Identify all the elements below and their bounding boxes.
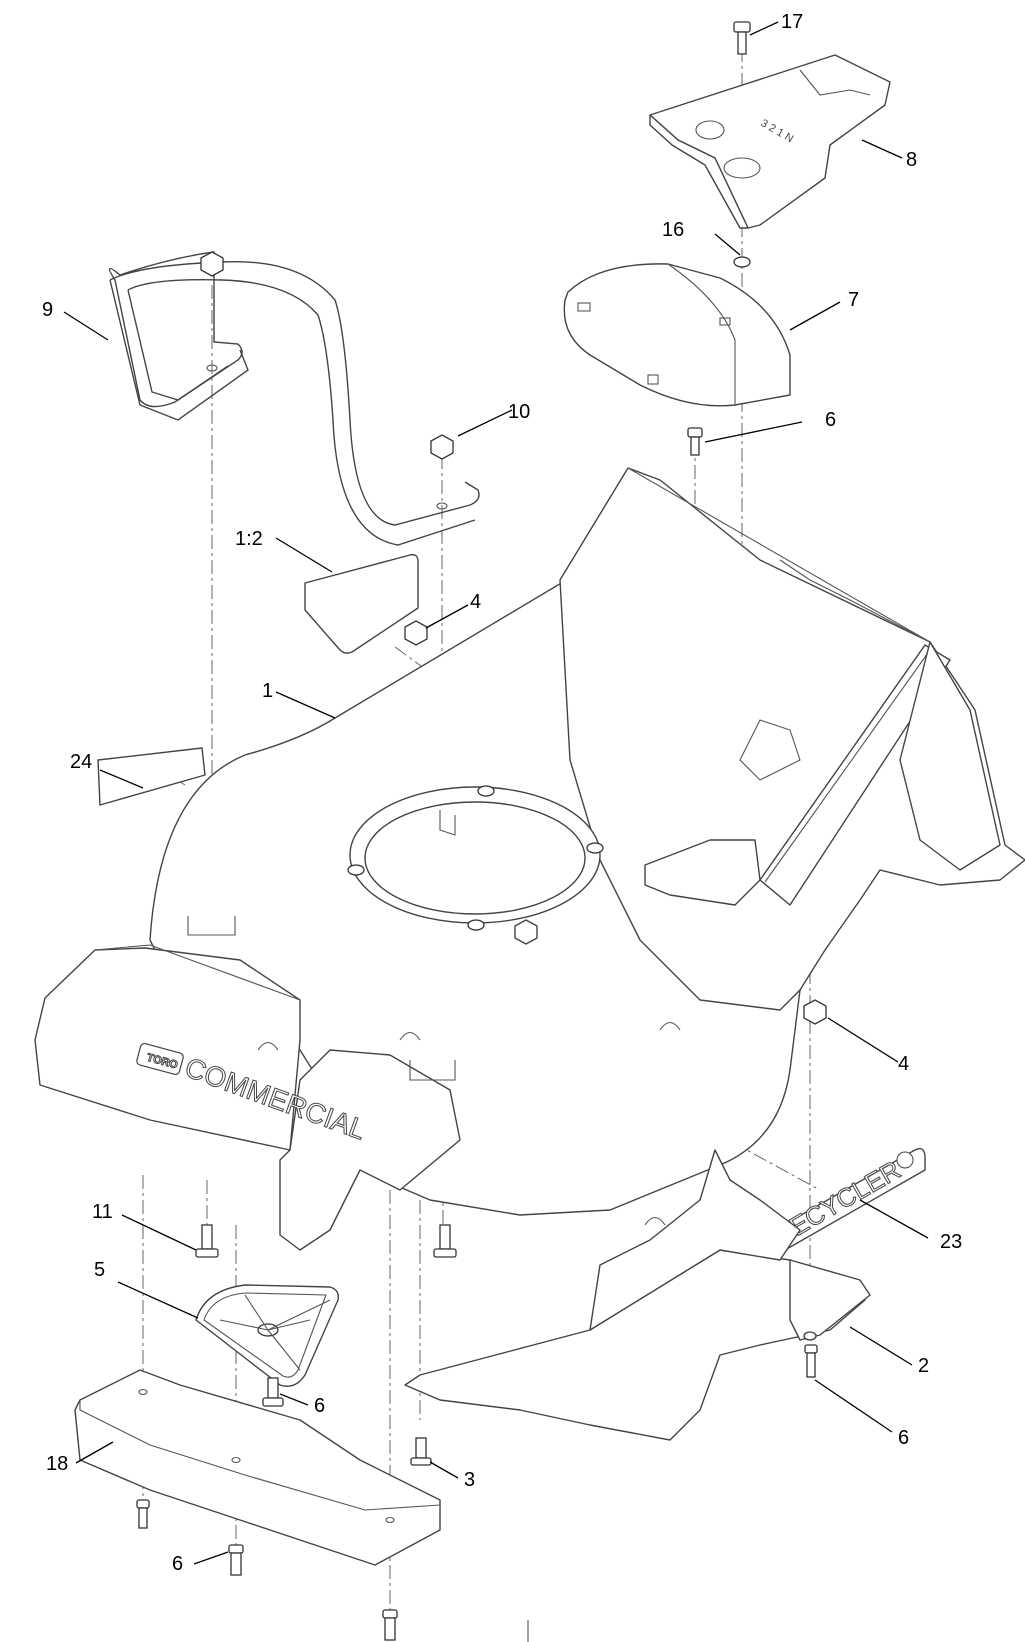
part-9-handle-bar <box>108 251 480 546</box>
callout-9: 9 <box>42 299 53 321</box>
callout-6-mid: 6 <box>314 1395 325 1417</box>
callout-10: 10 <box>508 401 530 423</box>
part-16-washer <box>733 256 751 268</box>
part-2-rear-bracket <box>404 1149 871 1441</box>
callout-6-top: 6 <box>825 409 836 431</box>
callout-1-2: 1:2 <box>235 528 263 550</box>
callout-5: 5 <box>94 1259 105 1281</box>
flange-bolts <box>136 427 818 1641</box>
part-1-mower-deck <box>34 467 1025 1251</box>
callout-24: 24 <box>70 751 92 773</box>
callout-11: 11 <box>92 1201 113 1223</box>
callout-6-bottom: 6 <box>172 1553 183 1575</box>
part-7-shift-housing <box>563 263 791 407</box>
leader-lines <box>63 21 929 1565</box>
callout-23: 23 <box>940 1231 962 1253</box>
callout-1: 1 <box>262 680 273 702</box>
callout-17: 17 <box>781 11 803 33</box>
part-1-2-decal <box>304 553 419 654</box>
callout-3: 3 <box>464 1469 475 1491</box>
part-17-bolt <box>733 21 751 55</box>
callout-7: 7 <box>848 289 859 311</box>
callout-2: 2 <box>918 1355 929 1377</box>
part-4-nut-right <box>803 999 827 1025</box>
callout-4-right: 4 <box>898 1053 909 1075</box>
handle-nuts <box>200 251 454 646</box>
part-18-front-skid <box>74 1369 441 1566</box>
callout-4-top: 4 <box>470 591 481 613</box>
part-8-shift-plate: 3 2 1 N <box>649 54 891 229</box>
callout-16: 16 <box>662 219 684 241</box>
callout-18: 18 <box>46 1453 68 1475</box>
part-24-decal <box>97 747 206 806</box>
callout-labels: 17 8 16 7 9 10 6 1:2 4 1 24 4 23 11 5 2 … <box>42 11 962 1575</box>
callout-6-right: 6 <box>898 1427 909 1449</box>
callout-8: 8 <box>906 149 917 171</box>
part-5-blade-adapter <box>195 1284 340 1387</box>
